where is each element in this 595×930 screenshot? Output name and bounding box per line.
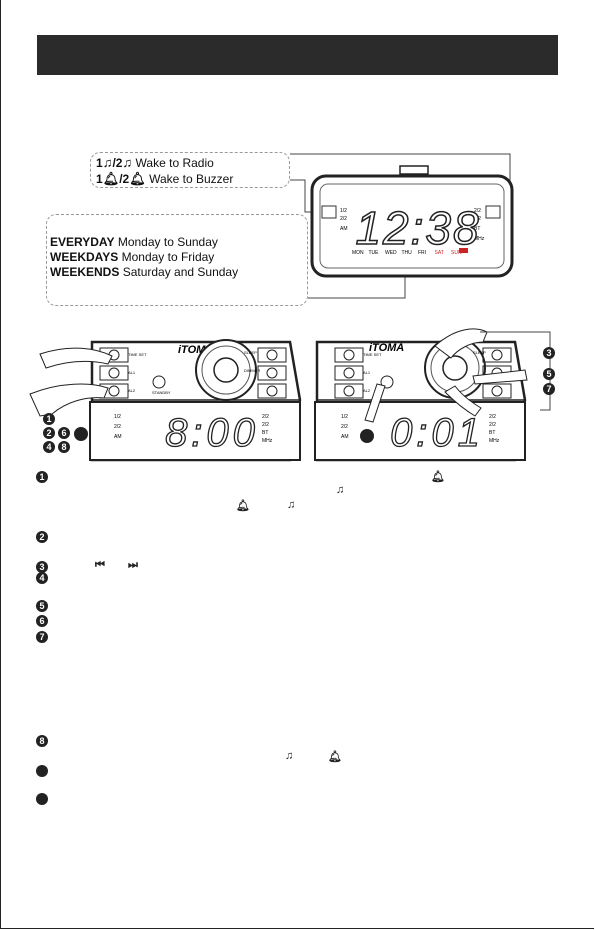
display-right-label: BT xyxy=(474,226,480,232)
previous-icon: ⏮︎ xyxy=(95,559,105,571)
day-label: WED xyxy=(385,250,397,256)
bullet-dot xyxy=(36,765,48,777)
step-number: 2 xyxy=(36,531,48,543)
display-left-label: 2/2 xyxy=(341,424,348,430)
step-number: 8 xyxy=(36,735,48,747)
weekends-term: WEEKENDS xyxy=(50,265,120,279)
music-note-icon: ♫ xyxy=(285,750,294,762)
display-time: 8:00 xyxy=(165,411,259,455)
day-range-callout xyxy=(46,214,308,306)
legend-radio-label: Wake to Radio xyxy=(135,156,214,170)
display-right-label: 2/2 xyxy=(474,216,481,222)
next-icon: ⏭︎ xyxy=(128,559,138,571)
display-mhz: MHz xyxy=(489,438,500,444)
legend-radio-sep: /2 xyxy=(112,156,123,170)
left-clock-illustration: iTOMA TIME SET AL1 AL2 STANDBY SLEEP DIM… xyxy=(29,339,302,462)
display-left-label: 1/2 xyxy=(340,208,347,214)
display-right-label: 2/2 xyxy=(489,414,496,420)
music-note-icon: ♫ xyxy=(336,484,345,496)
day-label: FRI xyxy=(418,250,426,256)
bell-icon: 🔔︎ xyxy=(328,751,342,763)
display-right-label: BT xyxy=(489,430,495,436)
al2-button-label: AL2 xyxy=(363,388,371,393)
weekdays-line: WEEKDAYS Monday to Friday xyxy=(50,250,214,264)
legend-buzzer-label: Wake to Buzzer xyxy=(149,172,234,186)
al1-button-label: AL1 xyxy=(363,370,371,375)
callout-number: 8 xyxy=(58,441,70,453)
section-header-bar xyxy=(37,35,558,75)
display-mhz: MHz xyxy=(262,438,273,444)
weekends-line: WEEKENDS Saturday and Sunday xyxy=(50,265,238,279)
day-label: TUE xyxy=(369,250,380,256)
callout-number: 4 xyxy=(43,441,55,453)
step-number: 1 xyxy=(36,471,48,483)
top-display-illustration: 1/2 2/2 AM 2/2 2/2 BT MHz 12:38 MON TUE WE… xyxy=(290,153,514,299)
wake-mode-callout xyxy=(90,152,290,188)
step-number: 4 xyxy=(36,572,48,584)
time-set-button-label: TIME SET xyxy=(363,352,382,357)
music-note-icon: ♫ xyxy=(122,155,133,170)
al2-button-label: AL2 xyxy=(128,388,136,393)
right-clock-illustration: iTOMA TIME SET AL1 AL2 SLEEP 1/2 2/2 AM … xyxy=(314,328,551,462)
legend-buzzer-prefix: 1 xyxy=(96,172,103,186)
display-time: 0:01 xyxy=(390,411,484,455)
step-number: 5 xyxy=(36,600,48,612)
everyday-desc: Monday to Sunday xyxy=(117,235,218,249)
legend-buzzer-sep: /2 xyxy=(119,172,130,186)
dimmer-button-label: DIMMER xyxy=(244,368,260,373)
display-left-label: AM xyxy=(114,434,122,440)
standby-label: STANDBY xyxy=(152,390,171,395)
bell-icon: 🔔︎ xyxy=(236,500,250,512)
callout-number: 2 xyxy=(43,427,55,439)
display-left-label: 2/2 xyxy=(114,424,121,430)
display-left-label: 1/2 xyxy=(114,414,121,420)
everyday-term: EVERYDAY xyxy=(50,235,115,249)
weekdays-term: WEEKDAYS xyxy=(50,250,119,264)
day-label: MON xyxy=(352,250,364,256)
callout-number: 6 xyxy=(58,427,70,439)
wake-radio-legend: 1♫/2♫ Wake to Radio xyxy=(96,155,214,170)
display-right-label: 2/2 xyxy=(489,422,496,428)
music-note-icon: ♫ xyxy=(102,155,113,170)
music-note-icon: ♫ xyxy=(287,499,296,511)
display-right-label: 2/2 xyxy=(262,422,269,428)
sleep-button-label: SLEEP xyxy=(244,350,257,355)
weekends-desc: Saturday and Sunday xyxy=(122,265,239,279)
callout-number: 7 xyxy=(543,383,555,395)
bullet-dot xyxy=(36,793,48,805)
bell-icon: 🔔︎ xyxy=(129,171,146,186)
day-label: THU xyxy=(402,250,413,256)
callout-number: 5 xyxy=(543,368,555,380)
step-number: 3 xyxy=(36,561,48,573)
callout-number: 1 xyxy=(43,413,55,425)
display-left-label: 1/2 xyxy=(341,414,348,420)
day-row: MON TUE WED THU FRI SAT SUN xyxy=(352,250,462,256)
display-left-label: AM xyxy=(340,226,348,232)
sleep-button-label: SLEEP xyxy=(473,350,486,355)
bell-icon: 🔔︎ xyxy=(431,471,445,483)
display-right-label: 2/2 xyxy=(474,208,481,214)
step-number: 7 xyxy=(36,631,48,643)
display-time: 12:38 xyxy=(355,202,480,254)
brand-logo: iTOMA xyxy=(369,342,404,354)
time-set-button-label: TIME SET xyxy=(128,352,147,357)
display-right-label: 2/2 xyxy=(262,414,269,420)
weekdays-desc: Monday to Friday xyxy=(121,250,215,264)
display-left-label: 2/2 xyxy=(340,216,347,222)
wake-buzzer-legend: 1🔔︎/2🔔︎ Wake to Buzzer xyxy=(96,171,233,187)
display-mhz: MHz xyxy=(474,236,485,242)
legend-radio-prefix: 1 xyxy=(96,156,103,170)
day-label: SAT xyxy=(435,250,444,256)
everyday-line: EVERYDAY Monday to Sunday xyxy=(50,235,218,249)
step-number: 6 xyxy=(36,615,48,627)
bell-icon: 🔔︎ xyxy=(102,171,120,186)
al1-button-label: AL1 xyxy=(128,370,136,375)
display-right-label: BT xyxy=(262,430,268,436)
day-label: SUN xyxy=(451,250,462,256)
display-left-label: AM xyxy=(341,434,349,440)
callout-number: 3 xyxy=(543,347,555,359)
